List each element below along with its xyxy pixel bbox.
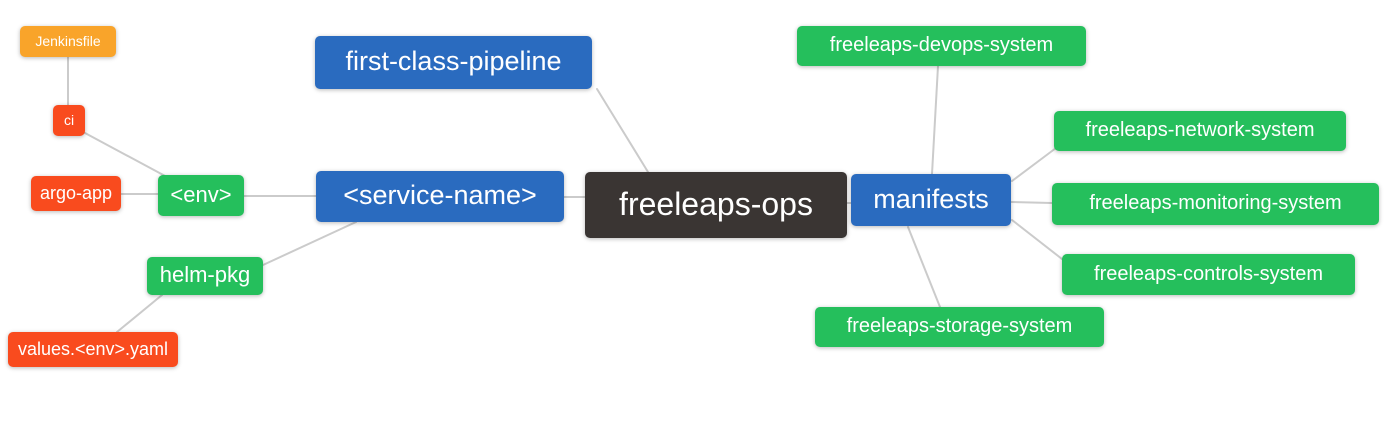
node-label: freeleaps-storage-system [846,315,1073,337]
node-label: freeleaps-ops [619,186,813,222]
edge-first-class-pipeline-freeleaps-ops [596,88,649,173]
node-ci[interactable]: ci [53,105,85,136]
node-label: manifests [873,183,989,214]
node-manifests[interactable]: manifests [851,174,1011,226]
node-label: first-class-pipeline [345,46,562,76]
node-freeleaps-monitoring-system[interactable]: freeleaps-monitoring-system [1052,183,1379,225]
node-label: ci [63,111,75,128]
edge-manifests-freeleaps-controls-system [1011,219,1063,260]
edge-ci-env [84,132,168,178]
node-label: values.<env>.yaml [17,338,169,359]
edge-manifests-freeleaps-devops-system [931,65,939,175]
node-freeleaps-storage-system[interactable]: freeleaps-storage-system [815,307,1104,347]
node-label: freeleaps-monitoring-system [1089,192,1342,214]
edge-manifests-freeleaps-network-system [1011,147,1057,182]
node-jenkinsfile[interactable]: Jenkinsfile [20,26,116,57]
node-freeleaps-network-system[interactable]: freeleaps-network-system [1054,111,1346,151]
node-label: helm-pkg [159,262,251,287]
edge-helm-pkg-service-name [262,221,357,266]
edge-manifests-freeleaps-monitoring-system [1010,201,1053,204]
node-label: freeleaps-controls-system [1094,262,1323,285]
node-helm-pkg[interactable]: helm-pkg [147,257,263,295]
node-freeleaps-devops-system[interactable]: freeleaps-devops-system [797,26,1086,66]
node-first-class-pipeline[interactable]: first-class-pipeline [315,36,592,89]
node-label: freeleaps-network-system [1085,119,1315,141]
node-service-name[interactable]: <service-name> [316,171,564,222]
node-label: argo-app [39,182,113,203]
node-label: <service-name> [343,180,537,210]
edge-manifests-freeleaps-storage-system [907,226,941,308]
node-freeleaps-controls-system[interactable]: freeleaps-controls-system [1062,254,1355,295]
node-label: Jenkinsfile [35,32,101,49]
node-label: freeleaps-devops-system [829,34,1054,56]
node-values-env-yaml[interactable]: values.<env>.yaml [8,332,178,367]
edge-values-env-yaml-helm-pkg [116,294,163,333]
node-freeleaps-ops[interactable]: freeleaps-ops [585,172,847,238]
node-env[interactable]: <env> [158,175,244,216]
node-label: <env> [170,181,232,207]
node-argo-app[interactable]: argo-app [31,176,121,211]
